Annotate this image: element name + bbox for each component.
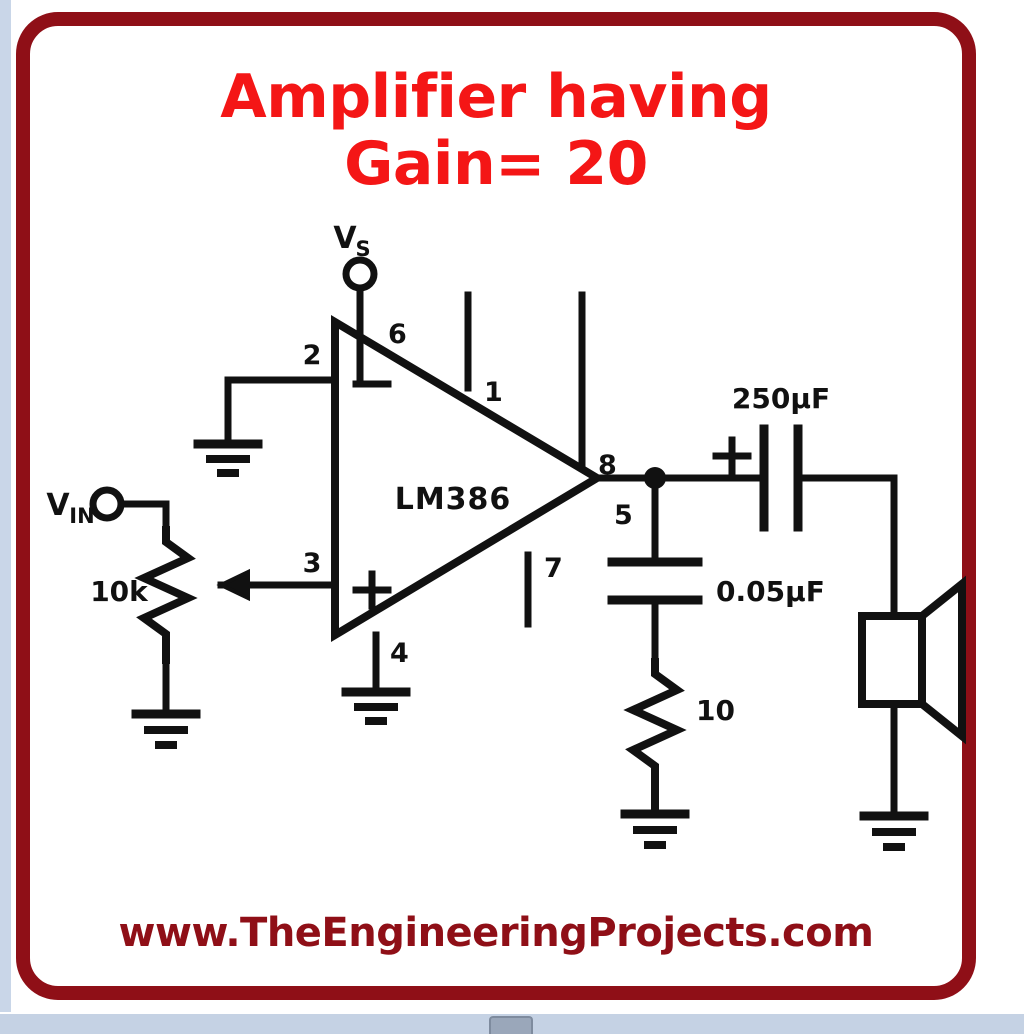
supply-terminal-circle bbox=[342, 256, 378, 292]
ground-symbol-pin2 bbox=[193, 439, 263, 477]
supply-label-sub: S bbox=[355, 237, 370, 261]
input-terminal-circle bbox=[89, 486, 125, 522]
ground-symbol-speaker bbox=[859, 811, 929, 851]
diagram-card: Amplifier having Gain= 20 www.TheEnginee… bbox=[16, 12, 976, 1000]
speaker-body bbox=[858, 612, 926, 708]
schematic-labels: V S V IN 6 2 1 8 5 7 3 4 LM386 10k 250µF… bbox=[46, 221, 830, 727]
pin-label-6: 6 bbox=[388, 319, 407, 350]
schematic-svg: V S V IN 6 2 1 8 5 7 3 4 LM386 10k 250µF… bbox=[46, 221, 966, 851]
noninverting-input-marker bbox=[352, 570, 392, 610]
coupling-cap-polarity-marker bbox=[712, 436, 752, 476]
pin-label-2: 2 bbox=[303, 340, 322, 371]
circuit-schematic: V S V IN 6 2 1 8 5 7 3 4 LM386 10k 250µF… bbox=[16, 12, 976, 1000]
footer-url: www.TheEngineeringProjects.com bbox=[118, 910, 874, 956]
coupling-capacitor-value: 250µF bbox=[732, 382, 830, 415]
input-label-sub: IN bbox=[69, 504, 94, 528]
pin-label-4: 4 bbox=[390, 638, 409, 669]
pot-wiper-arrow bbox=[216, 568, 250, 602]
ground-symbol-pot bbox=[131, 709, 201, 749]
pin-label-5: 5 bbox=[614, 500, 633, 531]
pin-label-1: 1 bbox=[484, 377, 503, 408]
zobel-capacitor-value: 0.05µF bbox=[716, 575, 825, 608]
title-line-1: Amplifier having bbox=[220, 62, 772, 132]
ground-symbol-pin4 bbox=[341, 687, 411, 725]
supply-label-main: V bbox=[333, 221, 357, 256]
opamp-triangle bbox=[331, 314, 605, 643]
speaker-cone bbox=[918, 575, 966, 745]
ground-symbol-zobel bbox=[620, 809, 690, 849]
window-left-strip bbox=[0, 0, 11, 1012]
pin-label-7: 7 bbox=[544, 553, 563, 584]
pin-label-3: 3 bbox=[303, 548, 322, 579]
zobel-resistor bbox=[623, 658, 687, 816]
page-title: Amplifier having Gain= 20 bbox=[30, 62, 962, 200]
input-label-main: V bbox=[46, 488, 70, 523]
potentiometer-resistor bbox=[134, 526, 198, 664]
window-bottom-nub bbox=[489, 1016, 533, 1034]
ic-part-number: LM386 bbox=[395, 482, 512, 517]
pin-label-8: 8 bbox=[598, 450, 617, 481]
potentiometer-value: 10k bbox=[90, 575, 149, 608]
title-line-2: Gain= 20 bbox=[344, 129, 648, 200]
zobel-resistor-value: 10 bbox=[696, 694, 735, 727]
